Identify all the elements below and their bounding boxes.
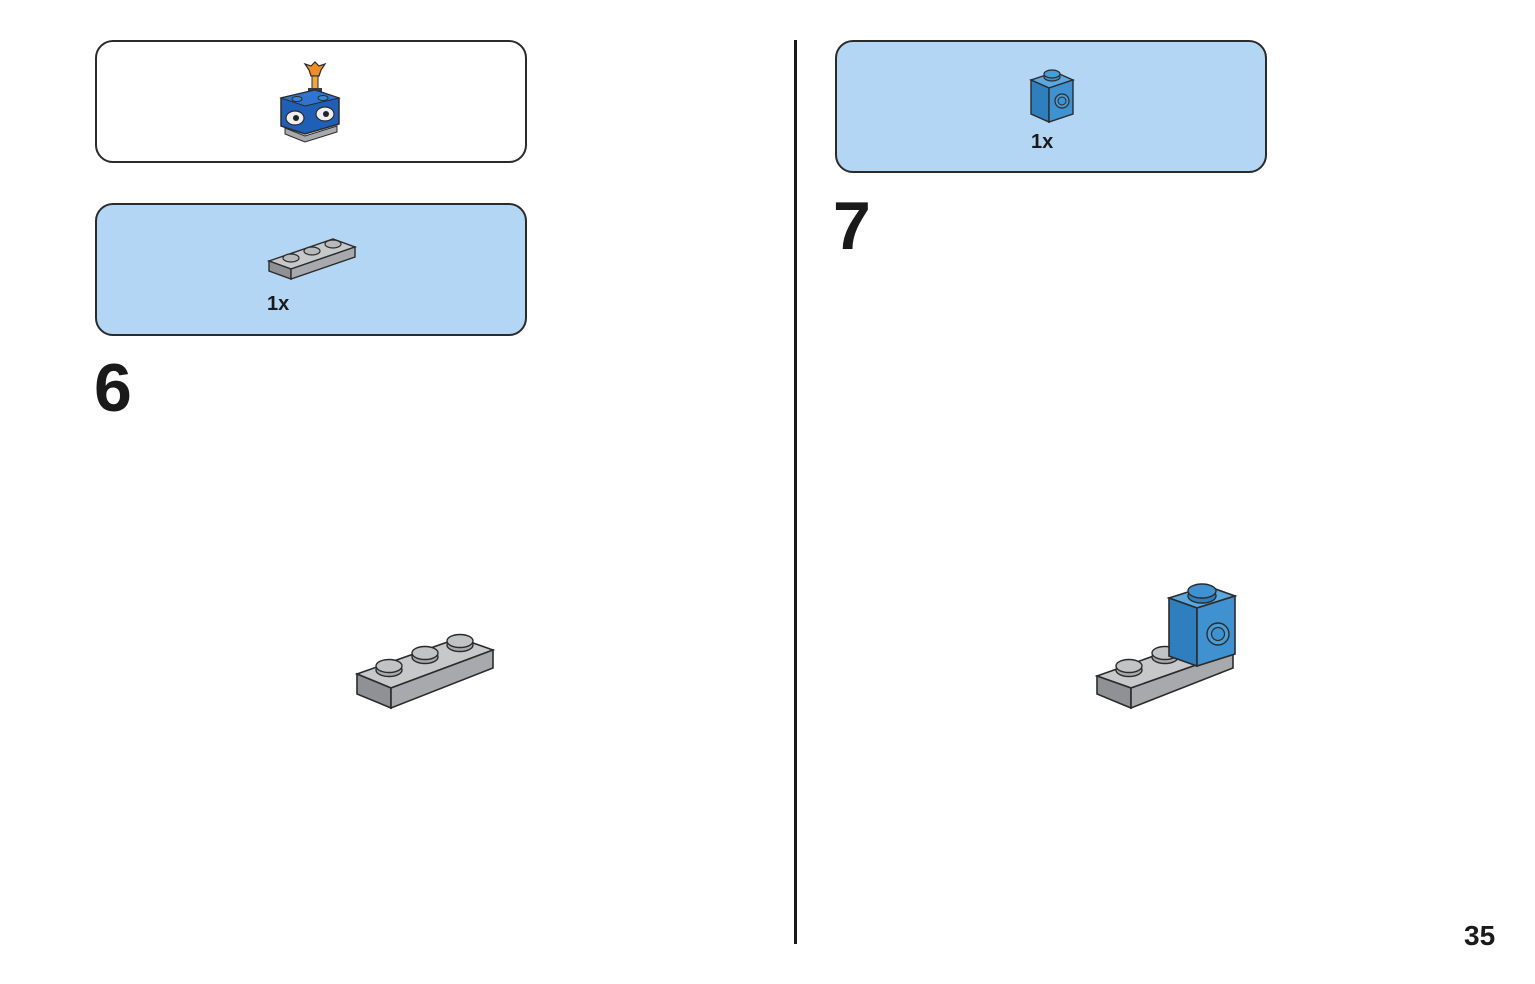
submodel-preview-icon [279, 61, 341, 143]
plate-with-blue-brick-assembly-icon [1094, 583, 1238, 710]
submodel-callout [95, 40, 527, 163]
gray-plate-assembly-icon [354, 633, 496, 710]
step-number: 7 [833, 188, 871, 264]
gray-plate-1x3-icon [266, 238, 358, 280]
step-number: 6 [94, 350, 132, 426]
parts-callout-step-7: 1x [835, 40, 1267, 173]
page-divider [794, 40, 797, 944]
part-quantity: 1x [1031, 131, 1054, 153]
parts-callout-step-6: 1x [95, 203, 527, 336]
part-quantity: 1x [267, 293, 290, 315]
blue-bracket-brick-icon [1029, 69, 1075, 124]
page-number: 35 [1464, 920, 1496, 951]
